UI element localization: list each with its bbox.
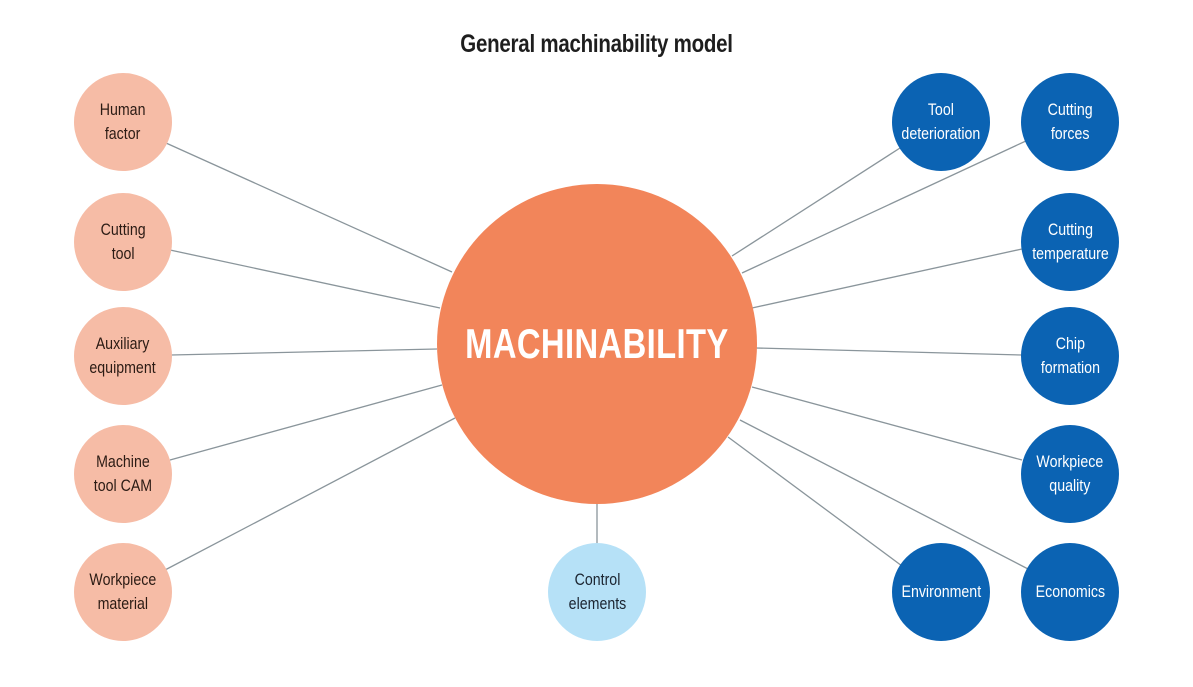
- node-economics: Economics: [1021, 543, 1119, 641]
- connector-cutting-tool: [169, 249, 441, 309]
- node-label: Tool deterioration: [901, 101, 981, 143]
- node-cutting-tool: Cutting tool: [74, 193, 172, 291]
- node-workpiece-quality: Workpiece quality: [1021, 425, 1119, 523]
- node-control-elements: Control elements: [548, 543, 646, 641]
- connector-auxiliary-equipment: [170, 348, 438, 356]
- connector-cutting-temperature: [751, 248, 1023, 309]
- node-label: Cutting temperature: [1031, 221, 1109, 263]
- connector-tool-deterioration: [731, 147, 901, 257]
- node-workpiece-material: Workpiece material: [74, 543, 172, 641]
- connector-cutting-forces: [741, 139, 1029, 274]
- node-tool-deterioration: Tool deterioration: [892, 73, 990, 171]
- node-auxiliary-equipment: Auxiliary equipment: [74, 307, 172, 405]
- connector-chip-formation: [755, 347, 1023, 356]
- node-cutting-forces: Cutting forces: [1021, 73, 1119, 171]
- connector-human-factor: [165, 142, 453, 273]
- connector-environment: [727, 436, 903, 567]
- node-label: Chip formation: [1040, 335, 1100, 377]
- machinability-center-node: MACHINABILITY: [437, 184, 757, 504]
- node-machine-tool-cam: Machine tool CAM: [74, 425, 172, 523]
- node-label: Cutting forces: [1047, 101, 1093, 143]
- connector-economics: [739, 419, 1031, 571]
- node-label: Economics: [1035, 583, 1105, 601]
- node-label: Auxiliary equipment: [89, 335, 157, 377]
- node-environment: Environment: [892, 543, 990, 641]
- connector-machine-tool-cam: [169, 384, 443, 461]
- node-cutting-temperature: Cutting temperature: [1021, 193, 1119, 291]
- connector-workpiece-material: [164, 417, 456, 571]
- node-label: Human factor: [100, 101, 146, 143]
- node-label: Machine tool CAM: [93, 453, 153, 495]
- center-label: MACHINABILITY: [465, 320, 729, 367]
- node-label: Workpiece material: [89, 571, 157, 613]
- node-chip-formation: Chip formation: [1021, 307, 1119, 405]
- diagram-title: General machinability model: [460, 30, 733, 58]
- node-label: Environment: [901, 583, 981, 601]
- node-label: Control elements: [568, 571, 626, 613]
- node-label: Cutting tool: [100, 221, 146, 263]
- node-label: Workpiece quality: [1036, 453, 1104, 495]
- connector-workpiece-quality: [751, 386, 1023, 461]
- node-human-factor: Human factor: [74, 73, 172, 171]
